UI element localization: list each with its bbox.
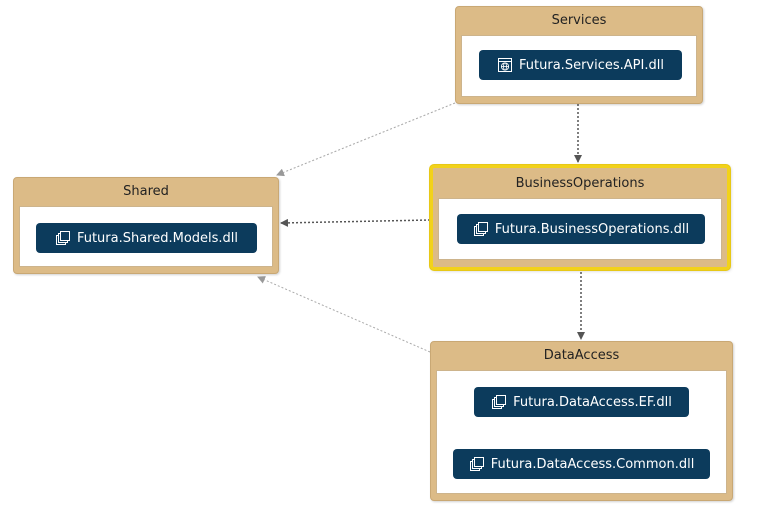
group-businessoperations[interactable]: BusinessOperations Futura.BusinessOperat… [430, 165, 730, 270]
group-title-services: Services [551, 13, 607, 28]
group-dataaccess[interactable]: DataAccess Futura.DataAccess.EF.dll Futu… [430, 341, 733, 501]
group-title-businessoperations: BusinessOperations [515, 176, 645, 191]
assembly-icon [469, 457, 484, 471]
assembly-label: Futura.Shared.Models.dll [76, 230, 239, 246]
group-body-dataaccess: Futura.DataAccess.EF.dll Futura.DataAcce… [436, 370, 727, 494]
arrow-dataaccess-to-shared [257, 276, 431, 353]
group-body-businessoperations: Futura.BusinessOperations.dll [438, 198, 722, 260]
assembly-icon [473, 222, 488, 236]
assembly-icon [55, 231, 70, 245]
group-services[interactable]: Services Futura.Services.API.dll [455, 6, 703, 104]
assembly-icon [492, 395, 507, 409]
assembly-node-dataaccess-ef[interactable]: Futura.DataAccess.EF.dll [474, 387, 689, 417]
group-title-shared: Shared [123, 184, 169, 199]
arrow-services-to-shared [276, 102, 456, 177]
group-body-services: Futura.Services.API.dll [461, 35, 697, 97]
group-title-dataaccess: DataAccess [543, 348, 620, 363]
assembly-node-dataaccess-common[interactable]: Futura.DataAccess.Common.dll [453, 449, 710, 479]
assembly-label: Futura.BusinessOperations.dll [494, 221, 690, 237]
arrow-businessoperations-to-shared [280, 218, 431, 227]
assembly-label: Futura.DataAccess.Common.dll [490, 456, 695, 472]
assembly-node-businessoperations[interactable]: Futura.BusinessOperations.dll [457, 214, 705, 244]
group-body-shared: Futura.Shared.Models.dll [19, 206, 273, 267]
web-assembly-icon [498, 58, 513, 72]
assembly-node-services-api[interactable]: Futura.Services.API.dll [479, 50, 682, 80]
group-shared[interactable]: Shared Futura.Shared.Models.dll [13, 177, 279, 274]
assembly-node-shared-models[interactable]: Futura.Shared.Models.dll [36, 223, 257, 253]
assembly-label: Futura.DataAccess.EF.dll [513, 394, 672, 410]
assembly-label: Futura.Services.API.dll [519, 57, 664, 73]
